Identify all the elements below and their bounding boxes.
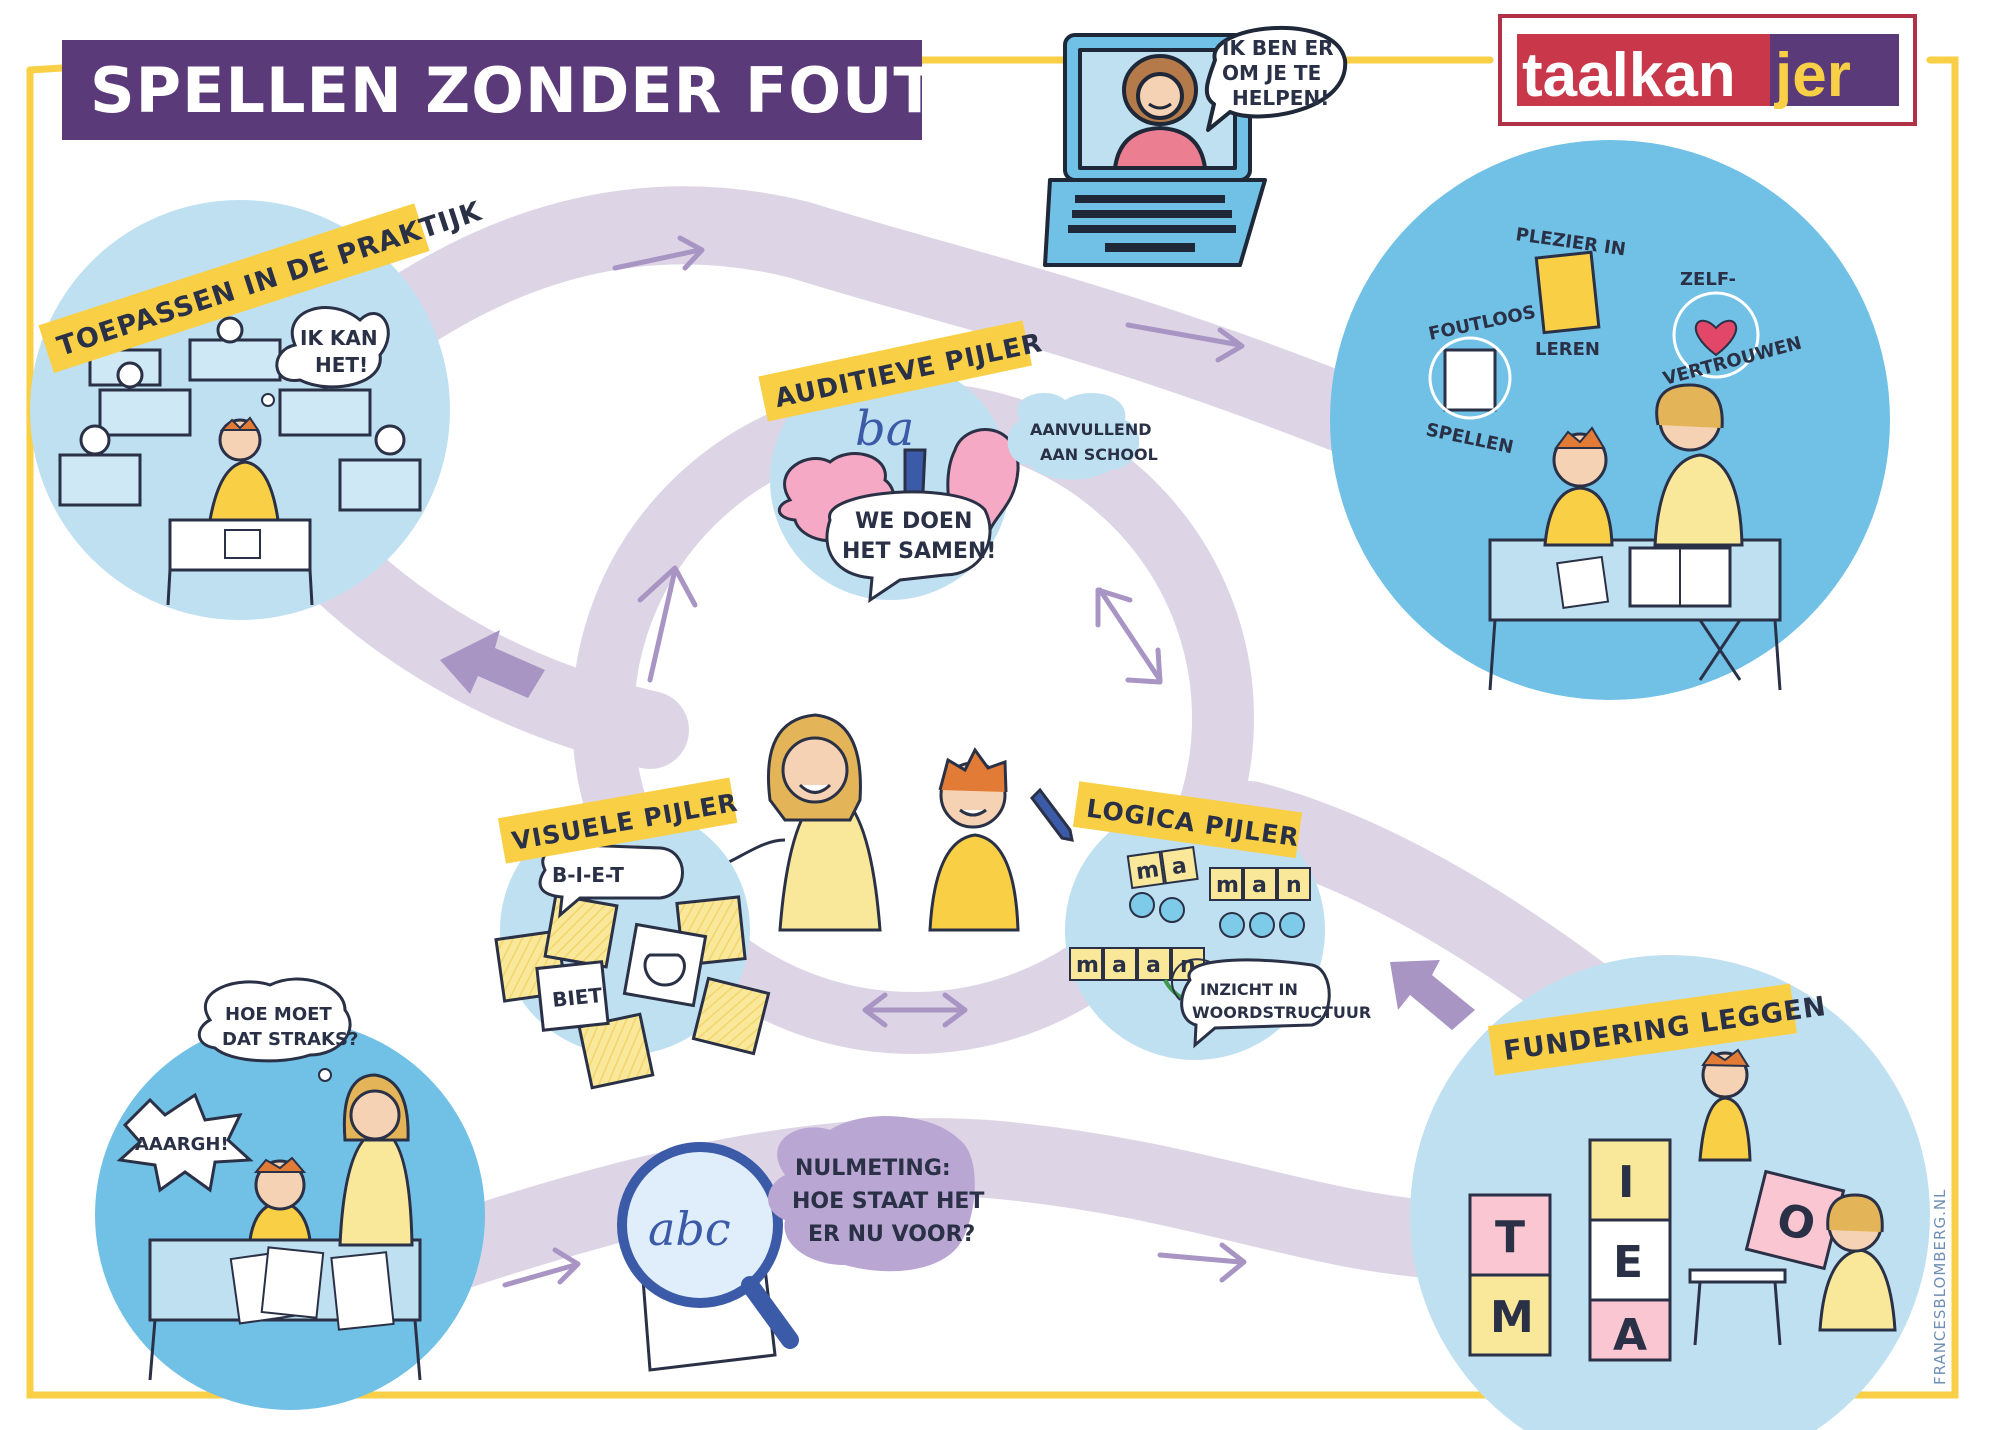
tiles-man: m a n: [1209, 867, 1311, 901]
title-banner: SPELLEN ZONDER FOUTEN: [62, 40, 1033, 140]
stage-nulmeting: abc NULMETING: HOE STAAT HET ER NU VOOR?: [617, 1116, 984, 1372]
logica-speech-line1: INZICHT IN: [1200, 980, 1298, 999]
stage-resultaat: PLEZIER IN LEREN ZELF- VERTROUWEN FOUTLO…: [1330, 140, 1890, 700]
logo-text-part2: jer: [1774, 41, 1851, 110]
big-arrows: [440, 630, 1475, 1030]
nulmeting-line1: NULMETING:: [795, 1156, 951, 1181]
stage-logica: m a m a n m a a n INZICHT IN WO: [1065, 800, 1371, 1060]
plezier-line2: LEREN: [1535, 339, 1600, 360]
laptop-speech: IK BEN ER OM JE TE HELPEN!: [1222, 36, 1334, 110]
svg-text:a: a: [1146, 953, 1161, 978]
svg-text:m: m: [1076, 953, 1099, 978]
stage-start: HOE MOET DAT STRAKS? AAARGH!: [95, 977, 485, 1410]
stage-fundering: T M I E A O: [1410, 955, 1930, 1430]
svg-text:n: n: [1286, 873, 1302, 898]
svg-text:m: m: [1216, 873, 1239, 898]
tiles-maan: m a a n: [1069, 947, 1205, 981]
logo-text-part1: taalkan: [1522, 41, 1736, 110]
artist-credit: FRANCESBLOMBERG.NL: [1931, 1189, 1949, 1385]
start-speech-line1: HOE MOET: [225, 1004, 332, 1025]
svg-text:IK BEN ER: IK BEN ER: [1222, 36, 1334, 60]
svg-text:WE DOEN: WE DOEN: [855, 509, 972, 534]
nulmeting-line3: ER NU VOOR?: [808, 1222, 975, 1247]
laptop-tutor: [1043, 25, 1348, 267]
toepassen-speech-line2: HET!: [315, 353, 368, 377]
svg-text:a: a: [1112, 953, 1127, 978]
svg-text:m: m: [1134, 857, 1160, 885]
toepassen-speech-line1: IK KAN: [300, 326, 378, 350]
block-T: T: [1495, 1212, 1525, 1263]
start-shout: AAARGH!: [135, 1134, 229, 1155]
block-I: I: [1618, 1157, 1634, 1208]
block-M: M: [1490, 1292, 1534, 1343]
auditieve-cloud-line1: AANVULLEND: [1030, 420, 1152, 439]
taalkanjer-logo: taalkan jer: [1498, 14, 1917, 126]
path-arrows: [502, 235, 1247, 1288]
visuele-card-text: BIET: [551, 983, 604, 1012]
nulmeting-letters: abc: [648, 1202, 731, 1256]
nulmeting-line2: HOE STAAT HET: [792, 1189, 984, 1214]
start-speech-line2: DAT STRAKS?: [222, 1029, 358, 1050]
auditieve-letters: ba: [855, 401, 914, 457]
block-A: A: [1613, 1310, 1647, 1361]
visuele-speech: B-I-E-T: [552, 863, 624, 887]
svg-text:a: a: [1170, 853, 1188, 880]
svg-text:HELPEN!: HELPEN!: [1232, 86, 1329, 110]
zelfvertrouwen-line1: ZELF-: [1680, 269, 1736, 290]
svg-text:a: a: [1252, 873, 1267, 898]
tiles-ma: m a: [1126, 846, 1199, 890]
logica-speech-line2: WOORDSTRUCTUUR: [1192, 1003, 1371, 1022]
center-speech: WE DOEN HET SAMEN!: [842, 509, 996, 564]
center-figures: [699, 490, 1074, 932]
page-title: SPELLEN ZONDER FOUTEN: [90, 54, 1033, 127]
block-E: E: [1613, 1237, 1643, 1288]
svg-text:HET SAMEN!: HET SAMEN!: [842, 539, 996, 564]
stage-visuele: BIET B-I-E-T: [494, 805, 771, 1090]
auditieve-cloud-line2: AAN SCHOOL: [1040, 445, 1158, 464]
svg-text:OM JE TE: OM JE TE: [1222, 61, 1321, 85]
